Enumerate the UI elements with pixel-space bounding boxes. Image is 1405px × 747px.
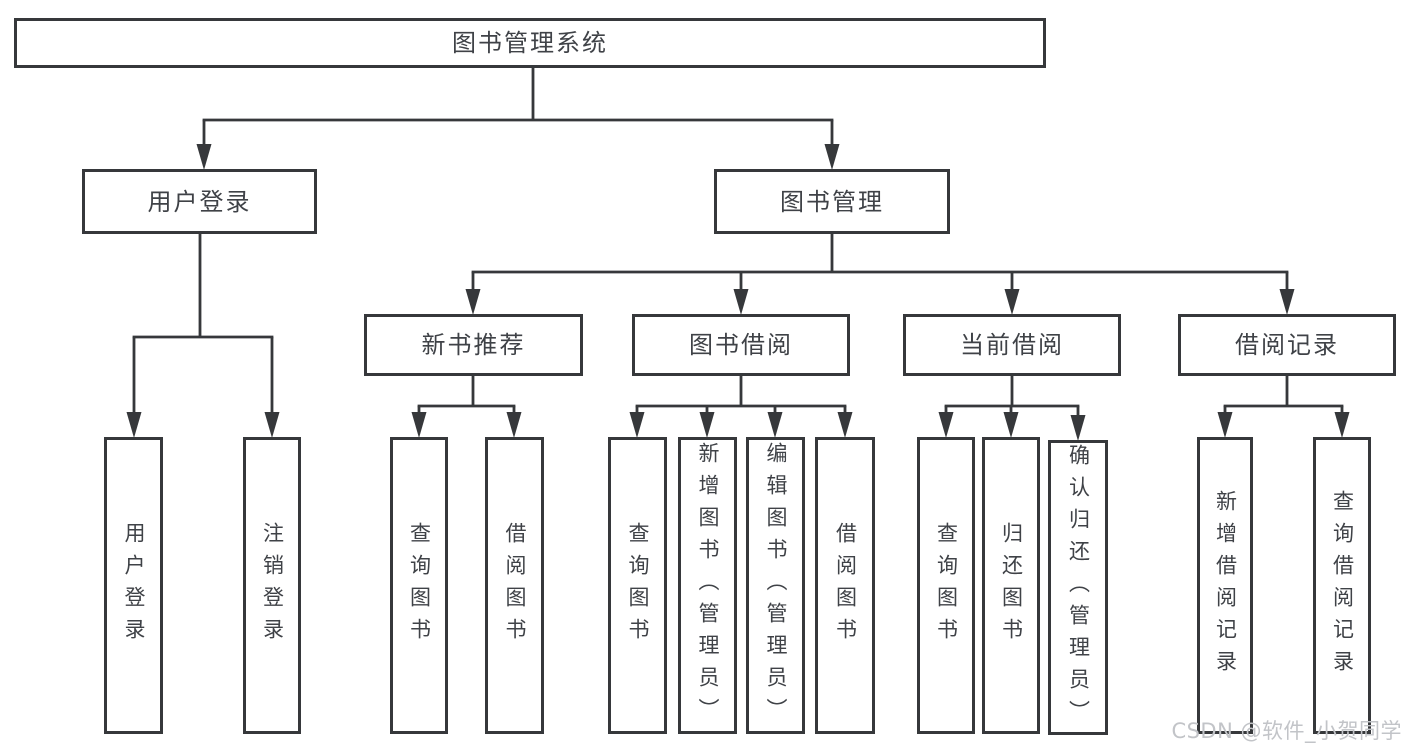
node-borrow-records: 借阅记录	[1178, 314, 1396, 376]
leaf-cb-return-book: 归还图书	[982, 437, 1040, 734]
leaf-bb-borrow-book: 借阅图书	[815, 437, 875, 734]
leaf-bb-edit-book-admin: 编辑图书（管理员）	[746, 437, 805, 734]
node-user-login: 用户登录	[82, 169, 317, 234]
leaf-nbr-borrow-book: 借阅图书	[485, 437, 544, 734]
leaf-br-query-record: 查询借阅记录	[1313, 437, 1371, 734]
leaf-bb-add-book-admin: 新增图书（管理员）	[678, 437, 737, 734]
leaf-nbr-query-book: 查询图书	[390, 437, 448, 734]
leaf-cb-query-book: 查询图书	[917, 437, 975, 734]
node-root-system: 图书管理系统	[14, 18, 1046, 68]
leaf-bb-query-book: 查询图书	[608, 437, 667, 734]
node-current-borrow: 当前借阅	[903, 314, 1121, 376]
leaf-cb-confirm-return-admin: 确认归还（管理员）	[1048, 440, 1108, 735]
node-new-book-recommend: 新书推荐	[364, 314, 583, 376]
node-book-borrow: 图书借阅	[632, 314, 850, 376]
leaf-user-login: 用户登录	[104, 437, 163, 734]
node-book-management: 图书管理	[714, 169, 950, 234]
csdn-watermark: CSDN @软件_小贺同学	[1171, 719, 1402, 743]
leaf-logout-login: 注销登录	[243, 437, 301, 734]
leaf-br-add-record: 新增借阅记录	[1197, 437, 1253, 734]
